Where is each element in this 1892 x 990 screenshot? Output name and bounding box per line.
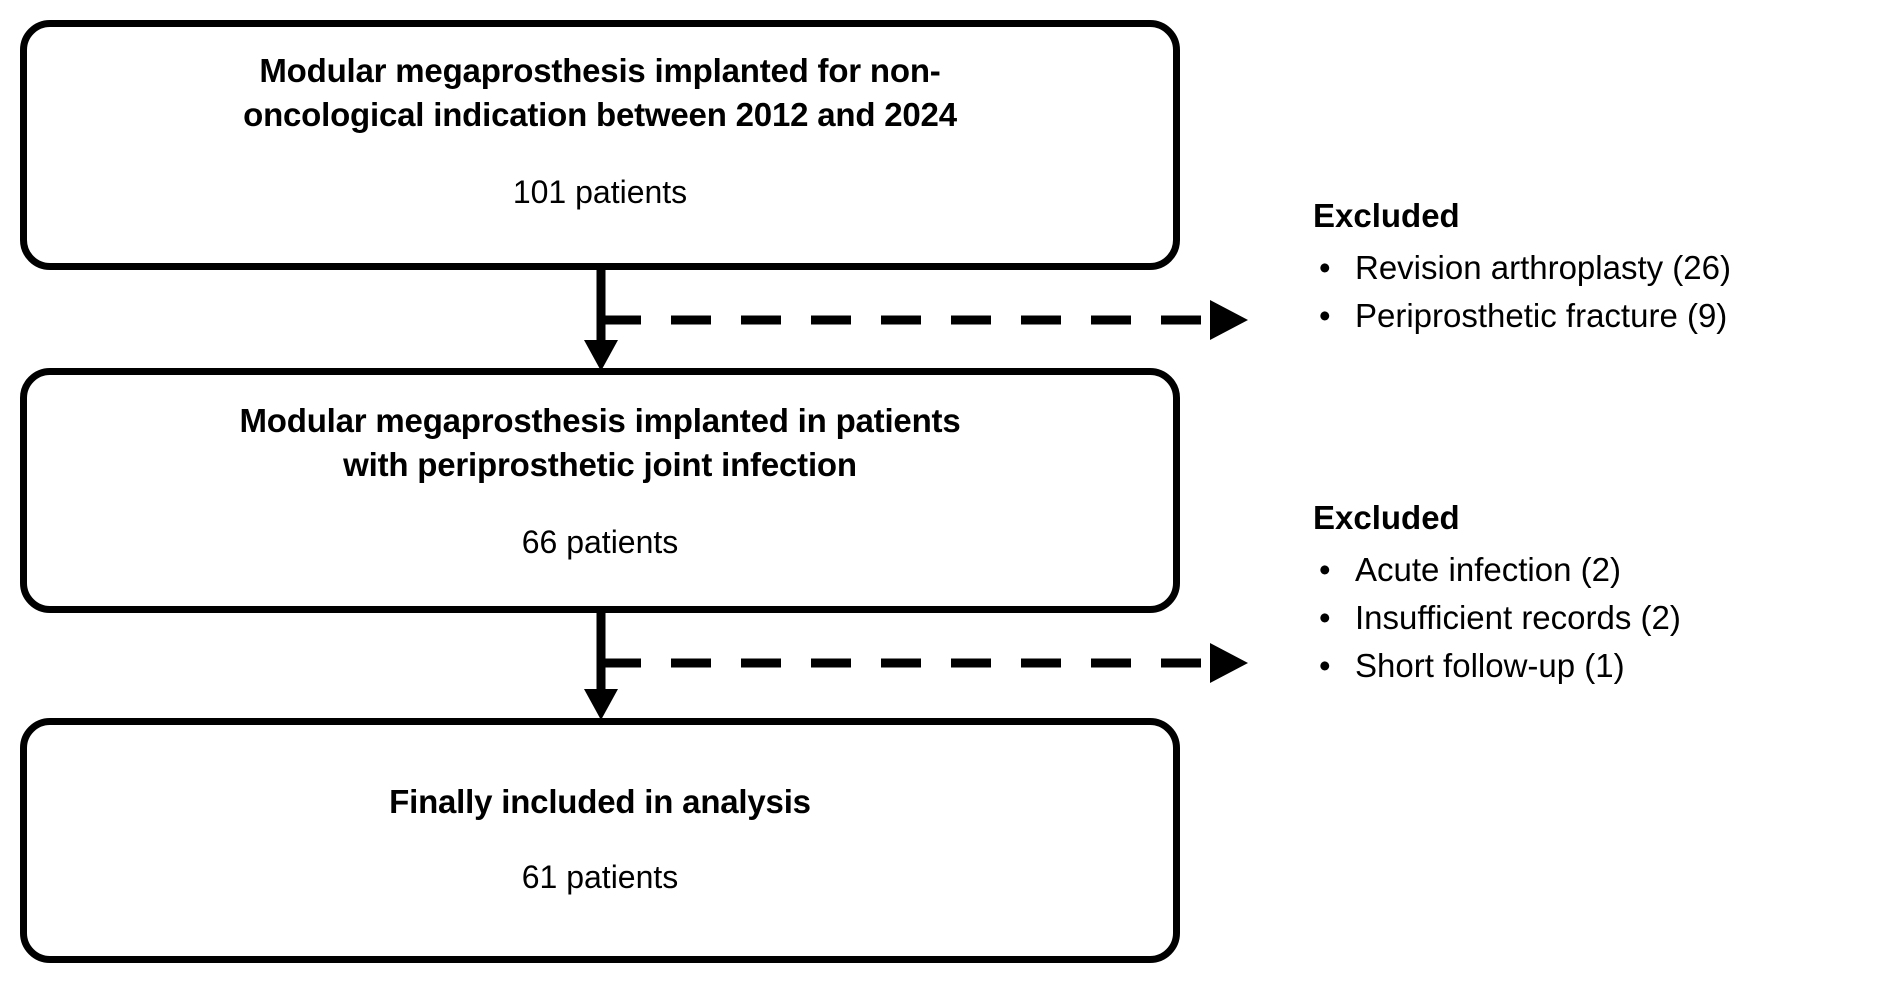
flow-box-included-title: Finally included in analysis	[389, 783, 811, 820]
excluded-block-1: Excluded • Revision arthroplasty (26) • …	[1313, 196, 1892, 340]
arrow-pji-to-included	[584, 611, 618, 720]
excluded-item: • Periprosthetic fracture (9)	[1313, 292, 1892, 340]
bullet-icon: •	[1319, 646, 1331, 684]
bullet-icon: •	[1319, 598, 1331, 636]
excluded-item-label: Acute infection (2)	[1355, 550, 1621, 588]
excluded-item: • Revision arthroplasty (26)	[1313, 244, 1892, 292]
arrow-excluded-branch-2	[601, 643, 1248, 683]
excluded-block-2: Excluded • Acute infection (2) • Insuffi…	[1313, 498, 1892, 690]
excluded-item-label: Short follow-up (1)	[1355, 646, 1625, 684]
bullet-icon: •	[1319, 550, 1331, 588]
flow-box-included: Finally included in analysis 61 patients	[20, 718, 1180, 963]
excluded-item-label: Insufficient records (2)	[1355, 598, 1681, 636]
excluded-item: • Acute infection (2)	[1313, 546, 1892, 594]
flow-box-included-count: 61 patients	[521, 858, 679, 895]
excluded-item: • Insufficient records (2)	[1313, 594, 1892, 642]
excluded-item-label: Revision arthroplasty (26)	[1355, 248, 1731, 286]
excluded-list-1: • Revision arthroplasty (26) • Periprost…	[1313, 244, 1892, 340]
arrow-excluded-branch-1	[601, 300, 1248, 340]
bullet-icon: •	[1319, 248, 1331, 286]
excluded-heading-1: Excluded	[1313, 197, 1460, 234]
flow-box-enrolled: Modular megaprosthesis implanted for non…	[20, 20, 1180, 270]
bullet-icon: •	[1319, 296, 1331, 334]
excluded-item-label: Periprosthetic fracture (9)	[1355, 296, 1728, 334]
arrow-enrolled-to-pji	[584, 268, 618, 371]
flow-box-enrolled-count: 101 patients	[512, 173, 688, 210]
flow-box-enrolled-title: Modular megaprosthesis implanted for non…	[243, 52, 957, 133]
excluded-item: • Short follow-up (1)	[1313, 642, 1892, 690]
flow-box-pji: Modular megaprosthesis implanted in pati…	[20, 368, 1180, 613]
excluded-heading-2: Excluded	[1313, 499, 1460, 536]
flow-box-pji-title: Modular megaprosthesis implanted in pati…	[239, 402, 961, 483]
flow-box-pji-count: 66 patients	[521, 523, 679, 560]
excluded-list-2: • Acute infection (2) • Insufficient rec…	[1313, 546, 1892, 691]
